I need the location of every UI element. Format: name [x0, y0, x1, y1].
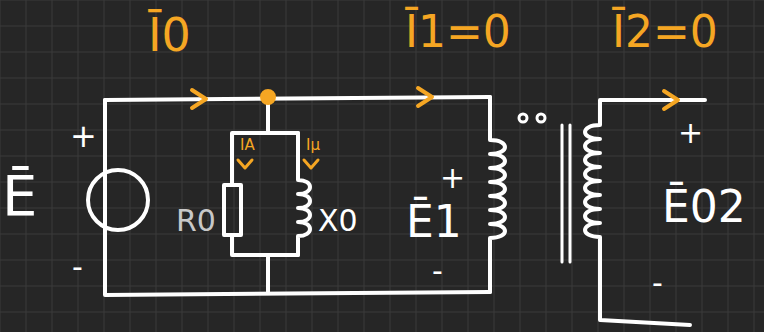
polarity-sign: +: [70, 120, 97, 152]
current-label: Ī1=0: [405, 10, 511, 54]
polarity-sign: -: [432, 256, 443, 286]
current-label: Ī2=0: [612, 10, 718, 54]
grid-line: [338, 0, 339, 332]
grid-line: [52, 0, 53, 332]
current-label: Iμ: [306, 138, 320, 153]
grid-line: [390, 0, 391, 332]
grid-line: [0, 0, 764, 1]
voltage-label: Ē02: [662, 185, 746, 229]
current-arrow: [238, 160, 252, 168]
grid-line: [26, 0, 27, 332]
grid-line: [286, 0, 287, 332]
grid-line: [0, 0, 1, 332]
grid-line: [520, 0, 521, 332]
polarity-sign: -: [72, 252, 83, 282]
grid-line: [0, 234, 764, 235]
polarity-sign: -: [652, 268, 663, 298]
current-arrow: [664, 91, 678, 109]
component-label: X0: [318, 206, 358, 236]
polarity-sign: +: [440, 163, 465, 193]
grid-line: [260, 0, 261, 332]
grid-line: [208, 0, 209, 332]
current-arrow: [192, 90, 206, 108]
voltage-source-symbol: [88, 170, 148, 230]
grid-line: [0, 156, 764, 157]
primary-winding: [490, 97, 505, 292]
grid-line: [0, 130, 764, 131]
grid-line: [546, 0, 547, 332]
current-arrow: [304, 160, 318, 168]
grid-line: [364, 0, 365, 332]
grid-line: [572, 0, 573, 332]
current-label: IA: [240, 138, 255, 153]
wire: [105, 100, 490, 295]
grid-line: [0, 182, 764, 183]
current-arrow: [418, 88, 432, 106]
grid-line: [0, 78, 764, 79]
transformer-core: [562, 125, 570, 262]
current-label: Ī0: [148, 12, 191, 58]
grid-line: [78, 0, 79, 332]
grid-line: [0, 260, 764, 261]
grid-line: [0, 104, 764, 105]
resistor-symbol: [224, 185, 241, 235]
junction-node: [262, 91, 274, 103]
component-label: R0: [176, 206, 216, 236]
grid-line: [728, 0, 729, 332]
grid-line: [754, 0, 755, 332]
polarity-sign: +: [678, 118, 703, 148]
voltage-label: Ē1: [406, 200, 462, 244]
grid-line: [130, 0, 131, 332]
grid-line: [0, 286, 764, 287]
voltage-label: Ē: [2, 168, 37, 224]
grid-line: [0, 208, 764, 209]
grid-line: [0, 312, 764, 313]
polarity-dot: [519, 114, 527, 122]
polarity-dot: [537, 114, 545, 122]
